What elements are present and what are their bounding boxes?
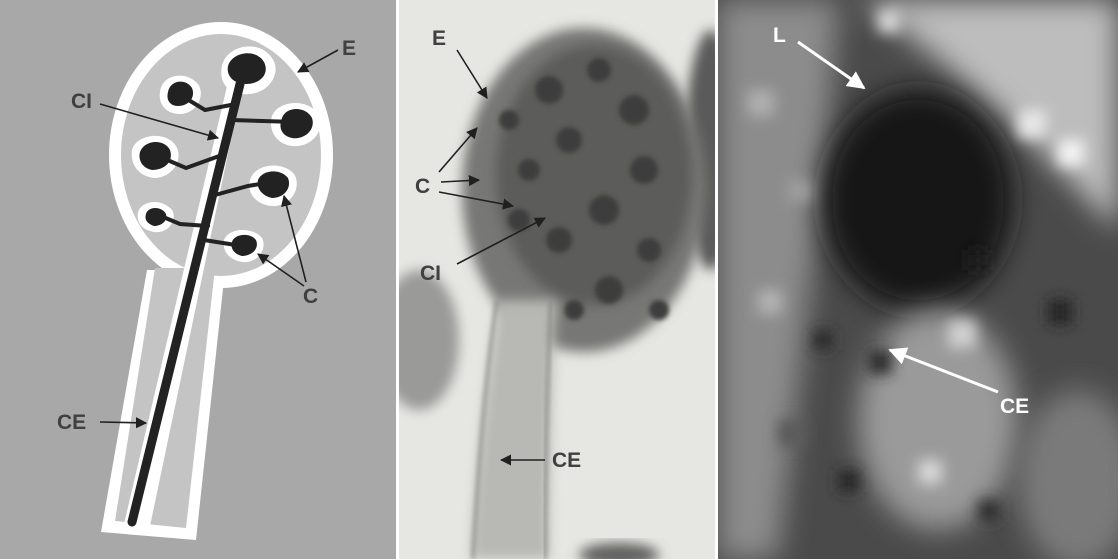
svg-text:L: L — [773, 24, 786, 47]
svg-text:CI: CI — [71, 90, 92, 113]
svg-text:C: C — [415, 175, 430, 198]
label-e: E — [298, 37, 356, 72]
svg-text:C: C — [303, 285, 318, 308]
svg-text:E: E — [342, 37, 356, 60]
schematic-drawing: E CI C CE — [0, 0, 396, 559]
svg-text:CE: CE — [57, 411, 86, 434]
svg-text:CI: CI — [420, 262, 441, 285]
svg-text:CE: CE — [1000, 395, 1029, 418]
detail-panel: L CE — [718, 0, 1118, 559]
light-region — [858, 310, 1018, 530]
detail-image: L CE — [718, 0, 1118, 559]
dark-lumen — [823, 90, 1013, 310]
schematic-panel: E CI C CE — [0, 0, 396, 559]
svg-text:CE: CE — [552, 449, 581, 472]
micrograph-image: E C CI CE — [399, 0, 715, 559]
micrograph-panel: E C CI CE — [399, 0, 715, 559]
svg-text:E: E — [432, 27, 446, 50]
